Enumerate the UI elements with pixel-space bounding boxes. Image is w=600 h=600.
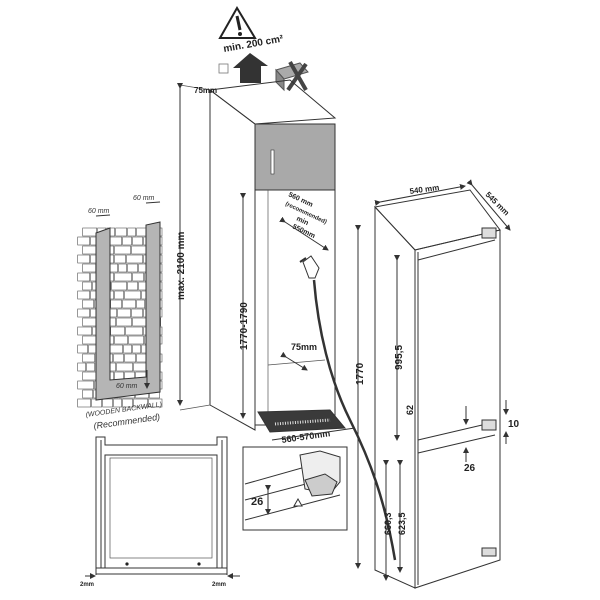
- stone-brick: [77, 236, 90, 246]
- stone-brick: [82, 281, 92, 291]
- stone-brick: [124, 290, 141, 300]
- stone-brick: [114, 254, 126, 264]
- socket-icon: [218, 63, 229, 74]
- stone-brick: [148, 398, 163, 408]
- stone-brick: [114, 290, 124, 300]
- stone-brick: [116, 362, 133, 372]
- stone-brick: [118, 263, 127, 273]
- airflow-up-arrow-icon: [233, 53, 268, 83]
- stone-brick: [82, 299, 94, 309]
- stone-brick: [77, 344, 88, 354]
- stone-brick: [122, 299, 136, 309]
- strip-left-dimension: [95, 214, 111, 217]
- stone-brick: [124, 353, 136, 363]
- stone-brick: [115, 227, 127, 237]
- gap-62-label: 62: [405, 405, 415, 415]
- stone-brick: [126, 254, 143, 264]
- stone-brick: [114, 335, 128, 345]
- stone-brick: [82, 389, 93, 399]
- stone-brick: [113, 353, 124, 363]
- stone-brick: [111, 281, 127, 291]
- stone-brick: [77, 272, 90, 282]
- blocked-vent-cross-icon: [275, 61, 309, 92]
- stone-brick: [82, 353, 95, 363]
- gap-10-label: 10: [508, 419, 520, 430]
- stone-brick: [110, 299, 122, 309]
- stone-brick: [77, 308, 90, 318]
- stone-brick: [122, 398, 133, 408]
- appliance: [374, 189, 501, 589]
- stone-brick: [127, 281, 138, 291]
- max-height-label: max. 2100 mm: [176, 232, 187, 300]
- stone-brick: [77, 362, 86, 372]
- warning-icon: [218, 6, 257, 39]
- stone-brick: [110, 326, 125, 336]
- stone-wall: [75, 221, 163, 410]
- stone-brick: [113, 398, 122, 408]
- upper-door-label: 995,5: [394, 345, 405, 370]
- width-label: 540 mm: [409, 183, 440, 196]
- stone-brick: [117, 308, 131, 318]
- stone-brick: [77, 326, 92, 336]
- rear-clearance-label: 75mm: [291, 342, 317, 352]
- stone-brick: [128, 335, 144, 345]
- stone-brick: [116, 317, 132, 327]
- gap-26-label: 26: [464, 463, 476, 474]
- hinge-detail: [242, 446, 348, 531]
- stone-brick: [86, 362, 95, 372]
- stone-brick: [132, 344, 141, 354]
- top-clearance-label: 75mm: [194, 86, 217, 95]
- stone-brick: [122, 236, 132, 246]
- stone-brick: [127, 263, 138, 273]
- width-dimension: [374, 183, 466, 206]
- left-gap-label: 2mm: [80, 582, 94, 588]
- stone-brick: [77, 398, 91, 408]
- stone-brick: [123, 344, 132, 354]
- depth-dimension: [279, 216, 329, 251]
- stone-brick: [127, 227, 136, 237]
- stone-brick: [132, 272, 144, 282]
- power-plug-icon: [299, 255, 320, 279]
- stone-brick: [114, 245, 131, 255]
- stone-brick: [133, 398, 148, 408]
- cabinet-cross-section: [95, 436, 228, 575]
- lower-660-label: 660,3: [383, 512, 393, 535]
- stone-brick: [125, 326, 143, 336]
- strip-right-width-label: 60 mm: [133, 195, 155, 202]
- stone-brick: [77, 290, 90, 300]
- rear-clearance-dimension: [280, 351, 308, 371]
- stone-brick: [132, 236, 143, 246]
- niche-width-dimension: [271, 427, 356, 441]
- bottom-gap-label: 60 mm: [116, 383, 138, 390]
- height-label: 1770: [355, 362, 366, 385]
- right-gap-label: 2mm: [212, 582, 226, 588]
- strip-right-dimension: [145, 201, 161, 204]
- stone-brick: [136, 299, 145, 309]
- niche-height-label: 1770-1790: [239, 302, 250, 350]
- stone-brick: [82, 227, 97, 237]
- stone-brick: [114, 272, 132, 282]
- cabinet-niche: [179, 79, 347, 433]
- stone-brick: [77, 254, 90, 264]
- stone-brick: [77, 380, 94, 390]
- depth-dimension-appliance: [466, 179, 511, 231]
- strip-left-width-label: 60 mm: [88, 208, 110, 215]
- stone-brick: [131, 308, 143, 318]
- lower-623-label: 623,5: [397, 512, 407, 535]
- door-spacing-label: 26: [251, 496, 263, 508]
